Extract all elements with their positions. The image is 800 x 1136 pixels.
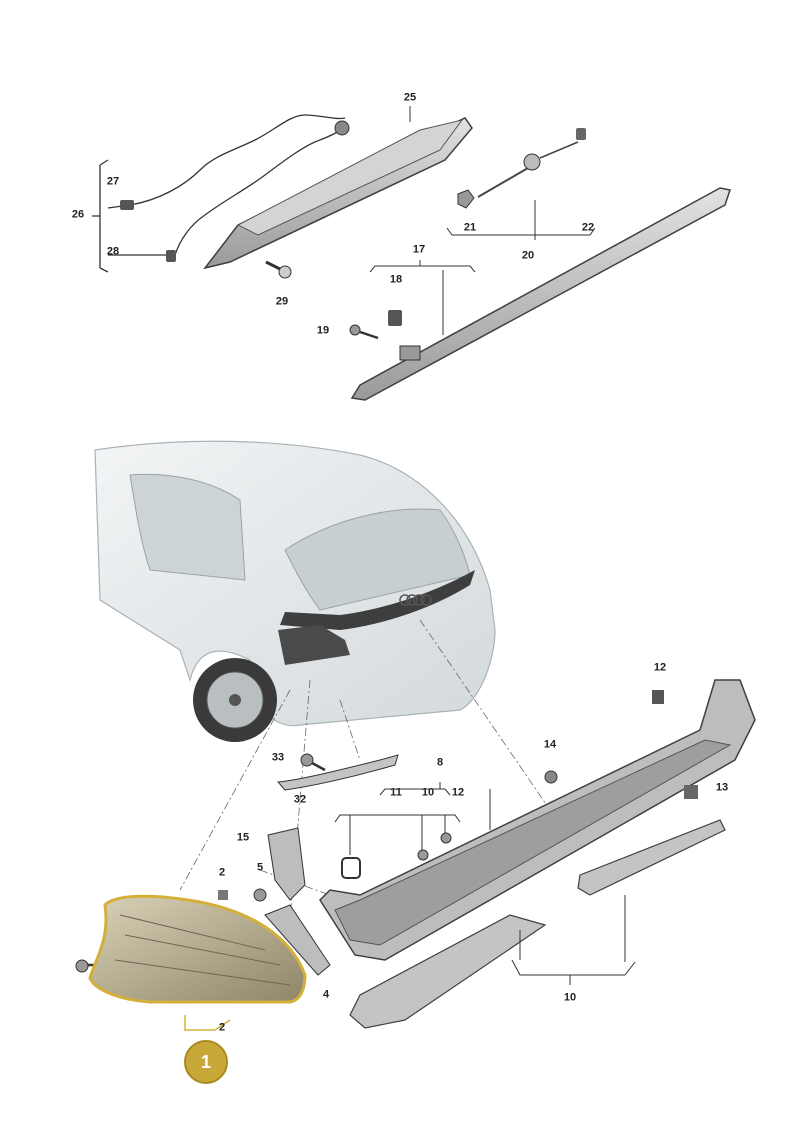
clip-21 — [457, 189, 475, 209]
label-19: 19 — [316, 324, 330, 337]
screw-29 — [265, 260, 292, 279]
brake-light-lens — [236, 119, 464, 236]
bumper-reflector-strip-8 — [319, 679, 756, 961]
screw-19 — [349, 324, 379, 340]
label-33: 33 — [271, 751, 285, 764]
label-17: 17 — [412, 243, 426, 256]
side-window — [129, 473, 246, 581]
clip-12 — [652, 690, 664, 704]
label-2-top: 2 — [218, 866, 226, 879]
clip-18 — [388, 310, 402, 326]
grommet-square — [341, 857, 361, 879]
screw-33 — [300, 753, 326, 772]
rear-wheel — [193, 658, 277, 742]
label-29: 29 — [275, 295, 289, 308]
label-20: 20 — [521, 249, 535, 262]
label-25: 25 — [403, 91, 417, 104]
label-26: 26 — [71, 208, 85, 221]
light-band — [280, 570, 475, 630]
connector-27 — [120, 200, 134, 210]
tail-lamp-1 — [88, 894, 307, 1031]
rear-window — [284, 508, 471, 611]
label-22: 22 — [581, 221, 595, 234]
small-hardware — [75, 690, 698, 976]
label-13: 13 — [715, 781, 729, 794]
bracket-4 — [264, 904, 331, 976]
label-12-mid: 12 — [451, 786, 465, 799]
nozzle-cap-22 — [576, 128, 586, 140]
brake-light-assembly — [203, 106, 473, 270]
label-15: 15 — [236, 831, 250, 844]
label-28: 28 — [106, 245, 120, 258]
wiring-harness-26 — [92, 114, 346, 273]
callout-badge-part-1: 1 — [184, 1040, 228, 1084]
label-10-bottom: 10 — [563, 991, 577, 1004]
grommet — [334, 120, 350, 136]
label-8: 8 — [436, 756, 444, 769]
label-32: 32 — [293, 793, 307, 806]
washer-nozzle-group — [446, 128, 596, 240]
label-5: 5 — [256, 861, 264, 874]
clip-13 — [684, 785, 698, 799]
label-18: 18 — [389, 273, 403, 286]
clip-2 — [218, 890, 228, 900]
label-27: 27 — [106, 175, 120, 188]
label-12-top: 12 — [653, 661, 667, 674]
label-21: 21 — [463, 221, 477, 234]
audi-rings — [399, 594, 432, 606]
label-11: 11 — [390, 786, 402, 799]
screw-5 — [253, 888, 267, 902]
label-2-bottom: 2 — [218, 1021, 226, 1034]
vehicle-rear-view — [94, 440, 496, 742]
label-14: 14 — [543, 738, 557, 751]
connector-28 — [166, 250, 176, 262]
tail-lamp-on-car — [278, 625, 350, 665]
label-10-mid: 10 — [421, 786, 435, 799]
nut-14 — [544, 770, 558, 784]
bracket-10-lower — [349, 819, 726, 1029]
trim-32 — [276, 754, 399, 791]
cover-15 — [267, 827, 306, 901]
label-4: 4 — [322, 988, 330, 1001]
spoiler-trim-17 — [349, 187, 731, 401]
